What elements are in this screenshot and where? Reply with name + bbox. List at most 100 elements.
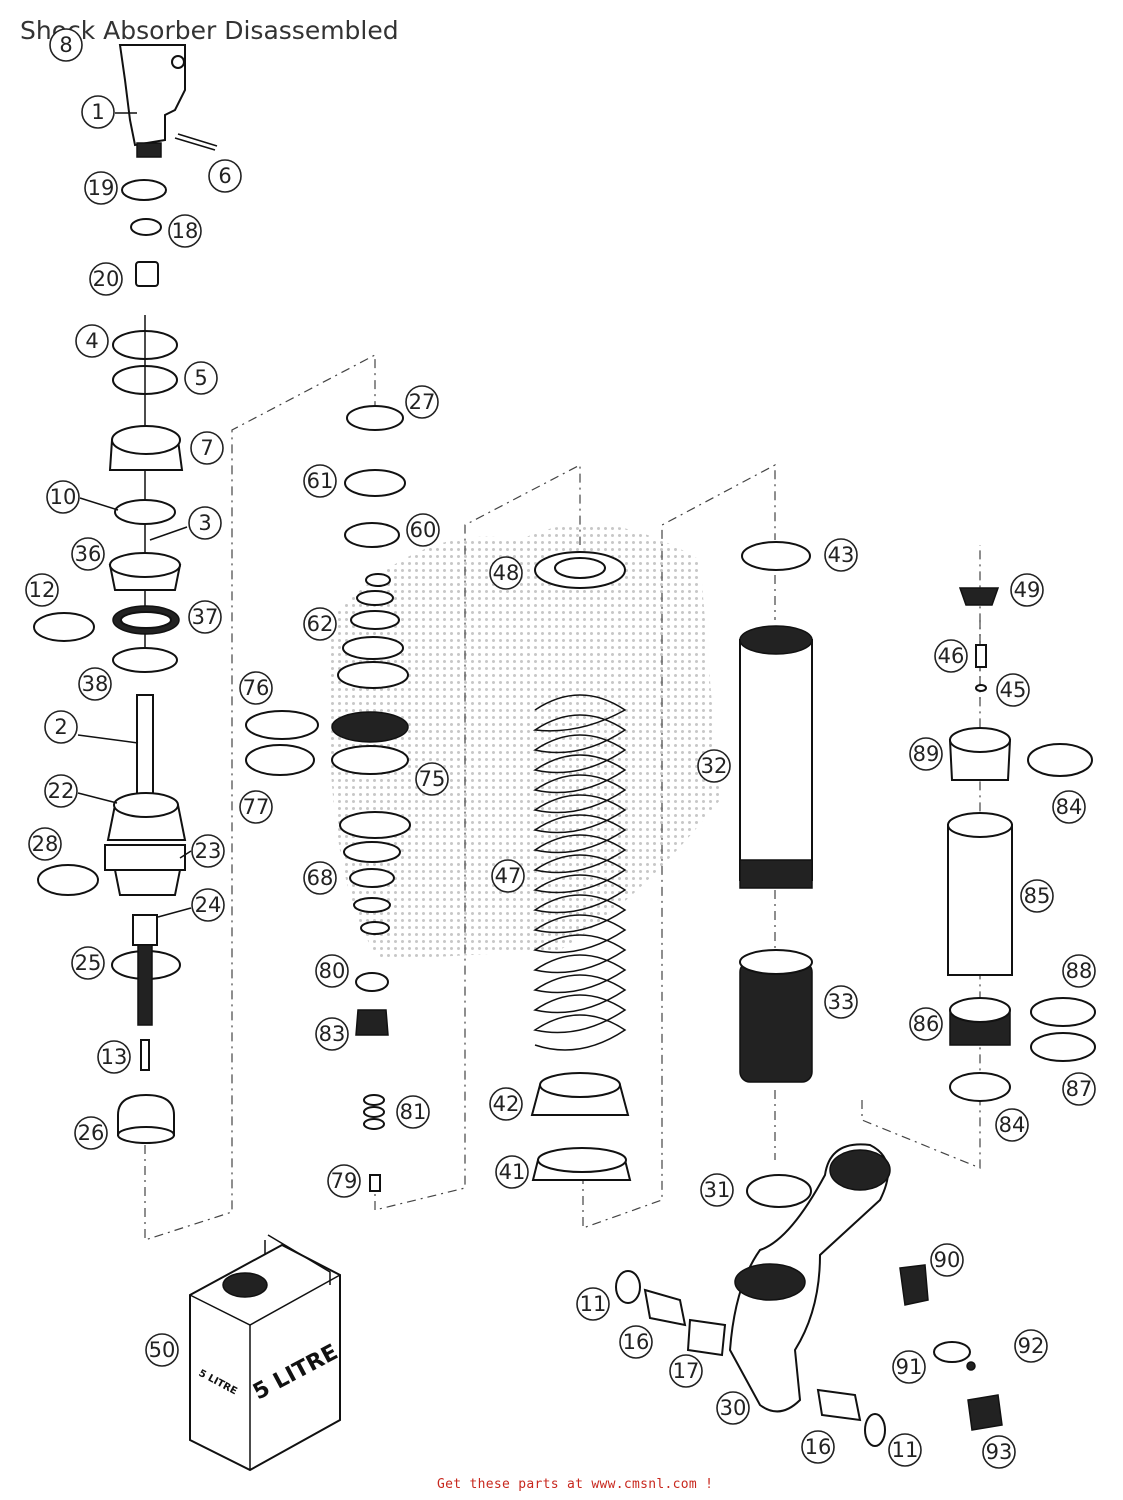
svg-text:83: 83 <box>319 1022 346 1046</box>
callout-28: 28 <box>28 827 62 861</box>
reservoir-parts <box>947 587 1096 1102</box>
svg-text:10: 10 <box>50 485 77 509</box>
svg-text:5: 5 <box>194 366 207 390</box>
callout-48: 48 <box>489 556 523 590</box>
svg-text:27: 27 <box>409 390 436 414</box>
callout-7: 7 <box>190 431 224 465</box>
svg-text:33: 33 <box>828 990 855 1014</box>
svg-text:25: 25 <box>75 951 102 975</box>
svg-text:7: 7 <box>200 436 213 460</box>
page-title: Shock Absorber Disassembled <box>20 16 399 45</box>
svg-text:68: 68 <box>307 866 334 890</box>
callout-30: 30 <box>716 1391 750 1425</box>
svg-text:41: 41 <box>499 1160 526 1184</box>
callout-37: 37 <box>188 600 222 634</box>
svg-text:45: 45 <box>1000 678 1027 702</box>
callout-16a: 16 <box>619 1325 653 1359</box>
svg-text:2: 2 <box>54 715 67 739</box>
svg-text:32: 32 <box>701 754 728 778</box>
callout-10: 10 <box>46 480 80 514</box>
svg-text:60: 60 <box>410 518 437 542</box>
callout-16b: 16 <box>801 1430 835 1464</box>
svg-text:20: 20 <box>93 267 120 291</box>
callout-6: 6 <box>208 159 242 193</box>
callout-68: 68 <box>303 861 337 895</box>
callout-87: 87 <box>1062 1072 1096 1106</box>
svg-text:4: 4 <box>85 329 98 353</box>
callout-19: 19 <box>84 171 118 205</box>
svg-text:90: 90 <box>934 1248 961 1272</box>
callout-11a: 11 <box>576 1287 610 1321</box>
callout-4: 4 <box>75 324 109 358</box>
callout-31: 31 <box>700 1173 734 1207</box>
svg-text:62: 62 <box>307 612 334 636</box>
callout-22: 22 <box>44 774 78 808</box>
svg-text:19: 19 <box>88 176 115 200</box>
svg-text:3: 3 <box>198 511 211 535</box>
callout-13: 13 <box>97 1040 131 1074</box>
callout-8: 8 <box>49 28 83 62</box>
svg-text:13: 13 <box>101 1045 128 1069</box>
svg-text:46: 46 <box>938 644 965 668</box>
callout-5: 5 <box>184 361 218 395</box>
callout-92: 92 <box>1014 1329 1048 1363</box>
callout-77: 77 <box>239 790 273 824</box>
svg-text:11: 11 <box>892 1438 919 1462</box>
callout-45: 45 <box>996 673 1030 707</box>
footer-link[interactable]: Get these parts at www.cmsnl.com ! <box>437 1477 714 1492</box>
callout-61: 61 <box>303 464 337 498</box>
svg-text:30: 30 <box>720 1396 747 1420</box>
svg-text:1: 1 <box>91 100 104 124</box>
callout-41: 41 <box>495 1155 529 1189</box>
callout-85: 85 <box>1020 879 1054 913</box>
callout-62: 62 <box>303 607 337 641</box>
callout-47: 47 <box>491 859 525 893</box>
callout-12: 12 <box>25 573 59 607</box>
callout-25: 25 <box>71 946 105 980</box>
callout-88: 88 <box>1062 954 1096 988</box>
svg-text:38: 38 <box>82 672 109 696</box>
svg-text:23: 23 <box>195 839 222 863</box>
callout-38: 38 <box>78 667 112 701</box>
svg-text:42: 42 <box>493 1092 520 1116</box>
svg-text:80: 80 <box>319 959 346 983</box>
lower-housing <box>615 1143 1003 1447</box>
callout-83: 83 <box>315 1017 349 1051</box>
callout-24: 24 <box>191 888 225 922</box>
callout-32: 32 <box>697 749 731 783</box>
callout-50: 50 <box>145 1333 179 1367</box>
svg-text:93: 93 <box>986 1440 1013 1464</box>
callout-75: 75 <box>415 762 449 796</box>
callout-93: 93 <box>982 1435 1016 1469</box>
callout-18: 18 <box>168 214 202 248</box>
callout-89: 89 <box>909 737 943 771</box>
svg-text:49: 49 <box>1014 578 1041 602</box>
svg-text:76: 76 <box>243 676 270 700</box>
svg-text:84: 84 <box>999 1113 1026 1137</box>
svg-text:8: 8 <box>59 33 72 57</box>
callout-43: 43 <box>824 538 858 572</box>
callout-26: 26 <box>74 1116 108 1150</box>
callout-23: 23 <box>191 834 225 868</box>
svg-text:48: 48 <box>493 561 520 585</box>
svg-text:91: 91 <box>896 1355 923 1379</box>
callout-84a: 84 <box>1052 790 1086 824</box>
svg-text:86: 86 <box>913 1012 940 1036</box>
svg-text:47: 47 <box>495 864 522 888</box>
svg-text:37: 37 <box>192 605 219 629</box>
damper-body <box>739 541 813 1208</box>
svg-text:85: 85 <box>1024 884 1051 908</box>
svg-text:88: 88 <box>1066 959 1093 983</box>
svg-text:89: 89 <box>913 742 940 766</box>
svg-text:43: 43 <box>828 543 855 567</box>
callout-80: 80 <box>315 954 349 988</box>
callout-46: 46 <box>934 639 968 673</box>
callout-90: 90 <box>930 1243 964 1277</box>
svg-text:6: 6 <box>218 164 231 188</box>
svg-text:18: 18 <box>172 219 199 243</box>
callout-81: 81 <box>396 1095 430 1129</box>
svg-text:84: 84 <box>1056 795 1083 819</box>
callout-36: 36 <box>71 537 105 571</box>
callout-42: 42 <box>489 1087 523 1121</box>
leader-lines <box>77 112 192 918</box>
